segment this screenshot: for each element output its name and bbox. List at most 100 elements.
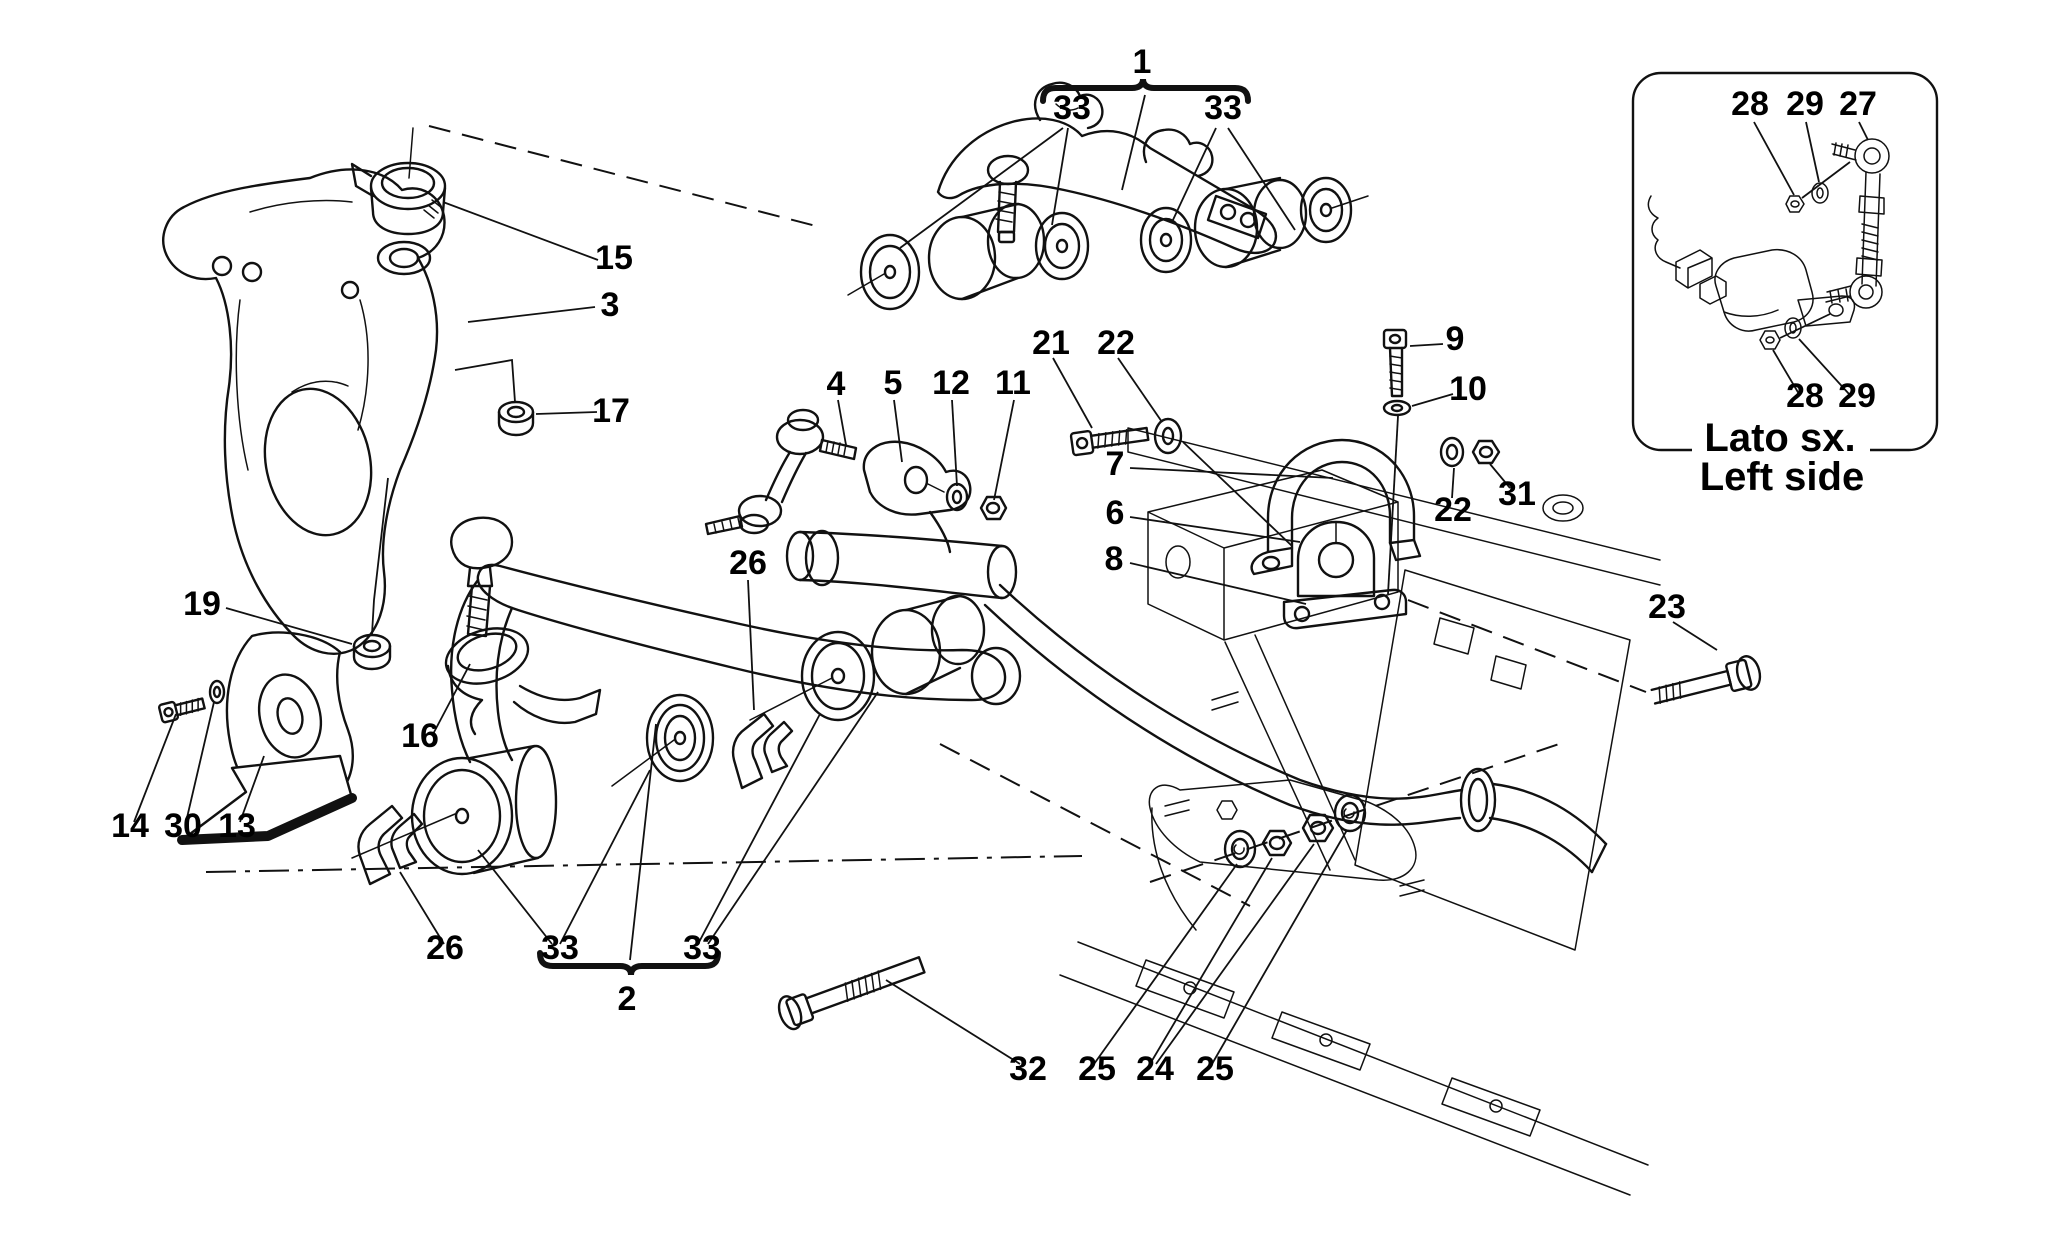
leader-line (1051, 127, 1069, 226)
callout-25-left: 25 (1078, 1050, 1116, 1088)
leader-line (431, 663, 471, 737)
leader-line (1121, 94, 1146, 191)
leader-line (1155, 843, 1315, 1065)
callout-33-lower-left: 33 (541, 929, 579, 967)
inset-box: Lato sx. Left side (1631, 71, 1939, 499)
callout-26-bottom: 26 (426, 929, 464, 967)
bolt-part-32 (777, 956, 926, 1031)
alignment-dash-line (1149, 741, 1566, 883)
swaybar-clamp-part-7 (1250, 438, 1422, 576)
callout-8: 8 (1105, 540, 1124, 578)
axis-line (371, 477, 389, 635)
leader-line (442, 201, 599, 261)
leader-line (951, 399, 958, 487)
callout-3: 3 (601, 286, 620, 324)
callout-24: 24 (1136, 1050, 1174, 1088)
nut-part-31 (1471, 439, 1501, 465)
callout-6: 6 (1106, 494, 1125, 532)
callout-19: 19 (183, 585, 221, 623)
leader-line (1117, 357, 1163, 423)
bolt-part-14 (158, 697, 206, 724)
subframe-structure (1059, 427, 1661, 1196)
leader-line (133, 713, 177, 823)
direction-arrow (177, 754, 357, 845)
washer-part-25-right (1333, 793, 1367, 833)
leader-line (899, 127, 1064, 249)
axis-line (1779, 313, 1831, 339)
leader-line (1489, 463, 1511, 489)
bushing-part-17 (497, 400, 535, 437)
leader-line (1052, 357, 1093, 429)
washer-part-12 (945, 482, 969, 512)
callout-2: 2 (618, 980, 637, 1018)
callout-13: 13 (218, 807, 256, 845)
leader-line (1171, 127, 1217, 223)
callout-28-top: 28 (1731, 85, 1769, 123)
leader-line (225, 607, 353, 645)
leader-line (399, 871, 445, 945)
washer-part-10 (1382, 399, 1412, 417)
alignment-dash-line (428, 125, 817, 227)
fork-clip-part-26-mid (731, 712, 794, 790)
leader-line (893, 399, 903, 463)
lower-arm-bushing-33-cone (611, 693, 715, 787)
lower-arm-bushing-33-front (351, 744, 558, 876)
leader-line (697, 713, 821, 945)
brace-group-1 (1040, 78, 1251, 104)
callout-33-upper-left: 33 (1053, 89, 1091, 127)
nut-part-28-bottom (1759, 330, 1781, 350)
nut-part-11 (979, 495, 1008, 521)
callout-31: 31 (1498, 475, 1536, 513)
axis-line (454, 358, 516, 403)
brace-group-2 (537, 950, 721, 976)
callout-22-frame: 22 (1434, 491, 1472, 529)
acceleration-sensor-part (1647, 195, 1856, 332)
callout-23: 23 (1648, 588, 1686, 626)
leader-line (1211, 829, 1348, 1065)
callout-16: 16 (401, 717, 439, 755)
leader-line (1858, 121, 1869, 141)
leader-line (993, 399, 1015, 501)
leader-line (185, 701, 215, 823)
leader-line (477, 849, 553, 945)
callout-21: 21 (1032, 324, 1070, 362)
grommet-part-19 (352, 633, 392, 671)
axis-line (1182, 441, 1293, 547)
callout-26-mid: 26 (729, 544, 767, 582)
bolt-part-23 (1650, 655, 1762, 705)
inset-caption-english: Left side (1700, 455, 1864, 499)
callout-30: 30 (164, 807, 202, 845)
callout-22-upper: 22 (1097, 324, 1135, 362)
leader-line (629, 723, 657, 961)
callout-29-top: 29 (1786, 85, 1824, 123)
axis-line (1387, 415, 1399, 595)
fork-clip-part-26-left (357, 804, 424, 886)
washer-part-22b (1439, 436, 1465, 468)
leader-line (1805, 121, 1820, 183)
callout-10: 10 (1449, 370, 1487, 408)
clamp-part-15 (350, 127, 447, 236)
callout-33-upper-right: 33 (1204, 89, 1242, 127)
callout-4: 4 (827, 365, 846, 403)
axis-line (1801, 161, 1851, 199)
leader-line (535, 411, 598, 415)
washer-part-30 (208, 679, 226, 705)
knuckle-upright-part (162, 168, 446, 655)
leader-line (1772, 349, 1800, 395)
leader-line (837, 399, 847, 446)
callout-33-lower-right: 33 (683, 929, 721, 967)
callout-17: 17 (592, 392, 630, 430)
leader-line (885, 979, 1021, 1065)
leader-line (1411, 393, 1454, 407)
sway-bar-part (983, 583, 1608, 874)
inset-caption-italian: Lato sx. (1704, 416, 1855, 460)
leader-line (467, 306, 596, 323)
leader-line (1753, 121, 1795, 196)
callout-1: 1 (1133, 43, 1152, 81)
bolt-part-21 (1069, 426, 1150, 457)
callout-14: 14 (111, 807, 149, 845)
leader-line (1149, 857, 1273, 1065)
callout-28-bottom: 28 (1786, 377, 1824, 415)
leader-line (1672, 621, 1718, 651)
